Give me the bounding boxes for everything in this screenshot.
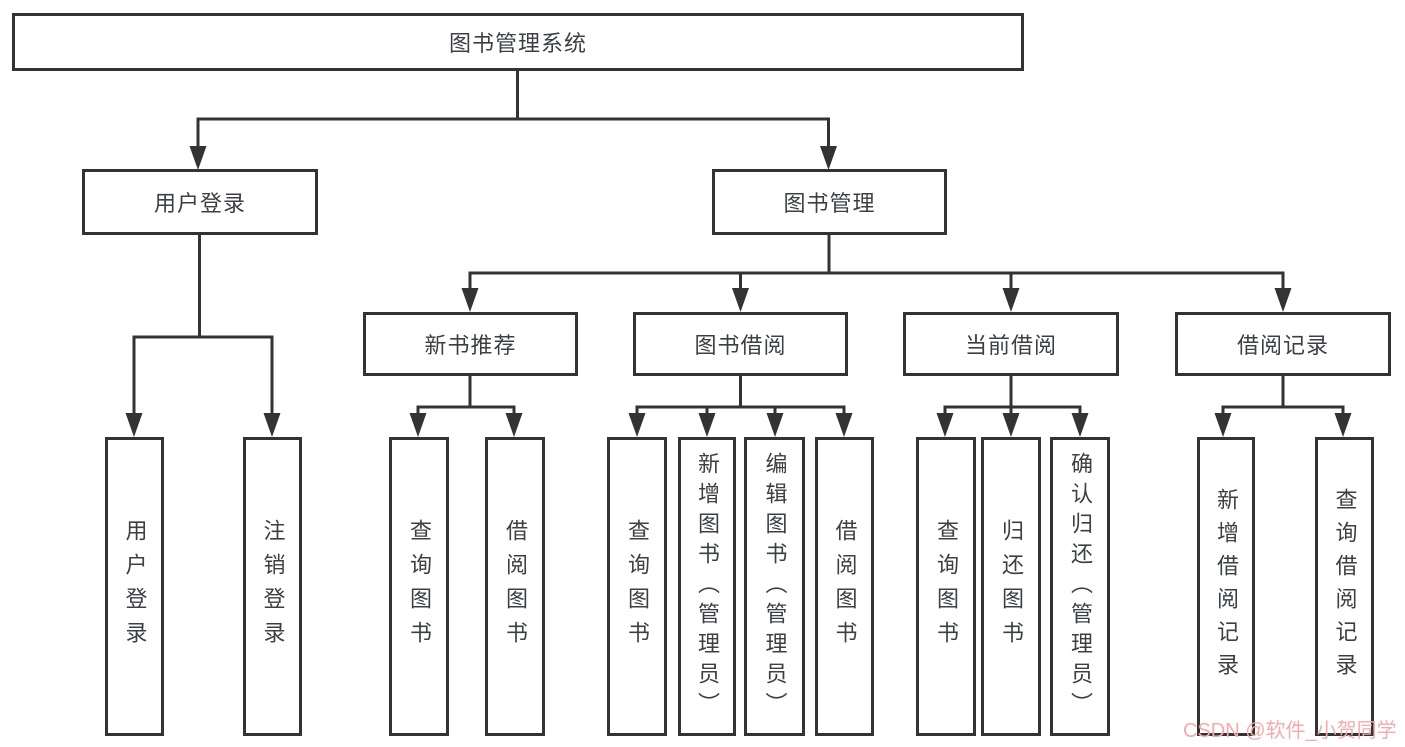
node-book-management: 图书管理 (712, 169, 947, 235)
leaf-label: 编辑图书（管理员） (762, 451, 788, 722)
node-borrow-book-1: 借阅图书 (485, 437, 545, 736)
node-query-book-1: 查询图书 (389, 437, 449, 736)
csdn-watermark: CSDN @软件_小贺同学 (1183, 720, 1397, 742)
leaf-label: 查询图书 (407, 518, 432, 655)
node-user-login-leaf: 用户登录 (105, 437, 164, 736)
leaf-label: 借阅图书 (503, 518, 528, 655)
leaf-label: 新增借阅记录 (1214, 487, 1239, 686)
node-logout-leaf: 注销登录 (243, 437, 302, 736)
leaf-label: 用户登录 (122, 518, 148, 655)
node-current-borrow: 当前借阅 (903, 312, 1119, 376)
leaf-label: 归还图书 (999, 518, 1024, 655)
node-borrow-record: 借阅记录 (1175, 312, 1391, 376)
node-borrow-book-2: 借阅图书 (815, 437, 874, 736)
node-edit-book-admin: 编辑图书（管理员） (744, 437, 805, 736)
leaf-label: 借阅图书 (832, 518, 858, 655)
leaf-label: 查询借阅记录 (1332, 487, 1358, 686)
leaf-label: 查询图书 (934, 518, 959, 655)
node-query-borrow-record: 查询借阅记录 (1315, 437, 1374, 736)
node-confirm-return-admin: 确认归还（管理员） (1050, 437, 1110, 736)
node-query-book-3: 查询图书 (916, 437, 976, 736)
leaf-label: 注销登录 (260, 518, 286, 655)
node-add-book-admin: 新增图书（管理员） (678, 437, 736, 736)
leaf-label: 确认归还（管理员） (1068, 451, 1093, 722)
node-user-login: 用户登录 (82, 169, 318, 235)
node-book-borrow: 图书借阅 (633, 312, 848, 376)
node-library-system: 图书管理系统 (12, 13, 1024, 71)
leaf-label: 新增图书（管理员） (695, 451, 720, 722)
node-new-book-recommend: 新书推荐 (363, 312, 578, 376)
node-query-book-2: 查询图书 (607, 437, 667, 736)
node-return-book: 归还图书 (981, 437, 1041, 736)
node-add-borrow-record: 新增借阅记录 (1197, 437, 1255, 736)
leaf-label: 查询图书 (625, 518, 650, 655)
